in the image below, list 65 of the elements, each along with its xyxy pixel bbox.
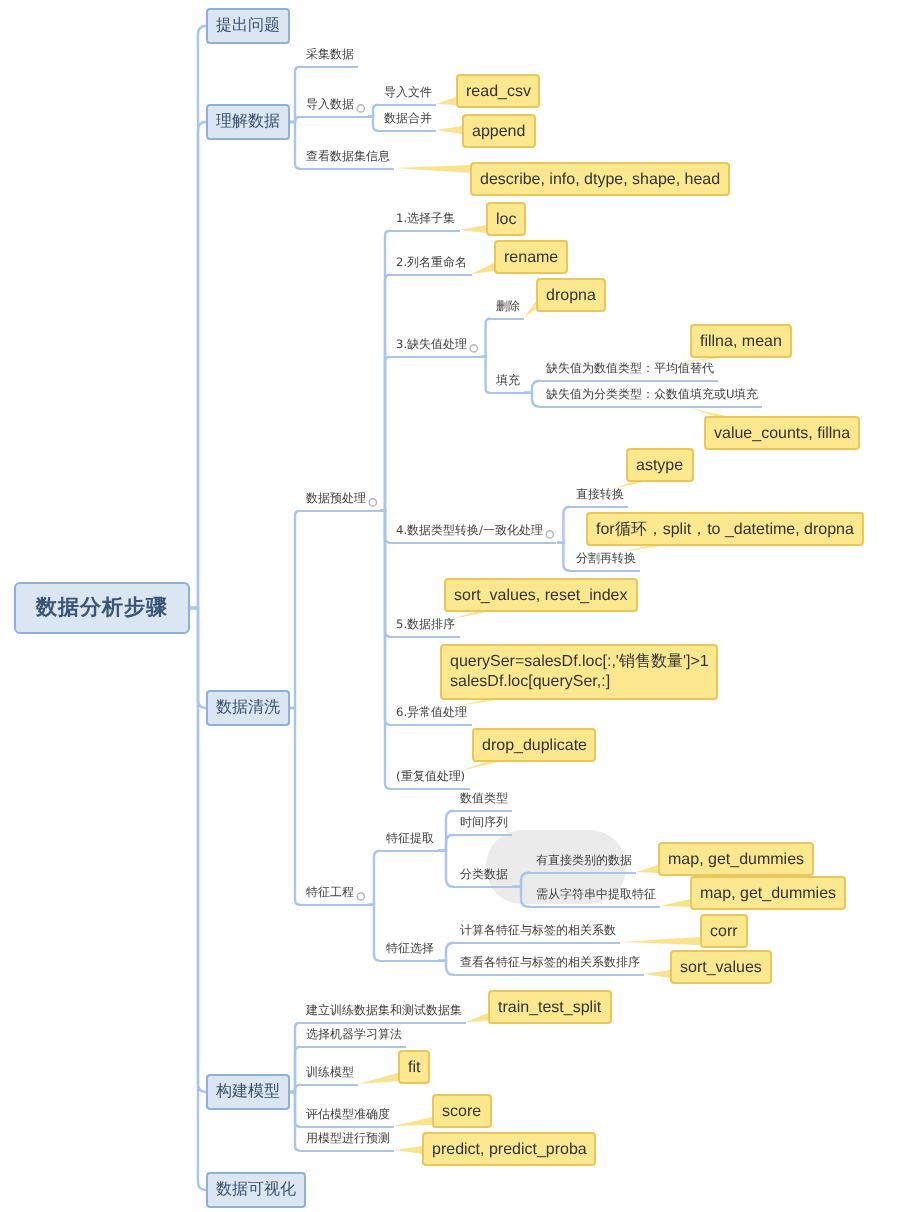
callout-box: fit [398,1050,431,1084]
branch-line [290,65,302,124]
callout-box: score [432,1094,492,1128]
callout-box: read_csv [456,74,541,108]
branch-line [368,103,380,118]
callout-box: corr [700,914,748,948]
callout-box: describe, info, dtype, shape, head [470,162,731,196]
callout-box: train_test_split [488,990,612,1024]
callout-box: sort_values, reset_index [444,578,638,612]
callout-pointer [358,1073,398,1084]
branch-line [438,849,456,888]
topic-box: 构建模型 [206,1074,290,1110]
branch-line [368,849,382,906]
callout-pointer [660,899,690,907]
branch-line [290,120,302,170]
callout-box: astype [626,448,694,482]
callout-pointer [452,612,486,619]
branch-line [557,541,572,572]
branch-line [290,706,302,906]
callout-box: predict, predict_proba [422,1132,597,1166]
callout-pointer [471,263,494,274]
callout-pointer [452,700,496,707]
callout-pointer [524,301,536,318]
branch-line [524,391,542,408]
callout-box: drop_duplicate [472,728,597,762]
callout-pointer [436,97,456,105]
branch-line [368,115,380,132]
callout-box: map, get_dummies [690,876,847,910]
root-topic-box: 数据分析步骤 [14,582,190,634]
topic-box: 数据可视化 [206,1172,306,1208]
callout-pointer [690,408,726,416]
callout-box: map, get_dummies [658,842,815,876]
callout-box: fillna, mean [690,324,792,358]
callout-pointer [394,1117,432,1126]
callout-pointer [636,865,658,873]
branch-line [481,355,492,394]
branch-line [557,505,572,544]
callout-pointer [466,1013,488,1022]
callout-box: value_counts, fillna [704,416,861,450]
topic-box: 提出问题 [206,8,290,44]
callout-box: dropna [536,278,606,312]
branch-line [290,1090,302,1152]
topic-box: 理解数据 [206,104,290,140]
topic-box: 数据清洗 [206,690,290,726]
branch-line [512,885,531,908]
callout-box: rename [494,240,569,274]
branch-line [190,606,208,1192]
callout-pointer [459,225,486,233]
callout-box: querySer=salesDf.loc[:,'销售数量']>1 salesDf.loc[querySer,:] [440,644,719,700]
callout-pointer [394,1146,422,1154]
branch-line [380,509,392,790]
branch-line [481,317,492,358]
callout-box: for循环，split，to _datetime, dropna [586,512,864,546]
callout-pointer [644,970,670,978]
callout-pointer [612,482,644,489]
callout-pointer [436,126,462,134]
callout-box: loc [486,202,527,236]
callout-box: sort_values [670,950,772,984]
callout-box: append [462,114,536,148]
callout-pointer [460,762,498,771]
branch-line [290,509,302,710]
branch-line [380,355,392,512]
branch-line [438,959,456,976]
branch-line [368,903,382,962]
callout-pointer [616,546,660,553]
